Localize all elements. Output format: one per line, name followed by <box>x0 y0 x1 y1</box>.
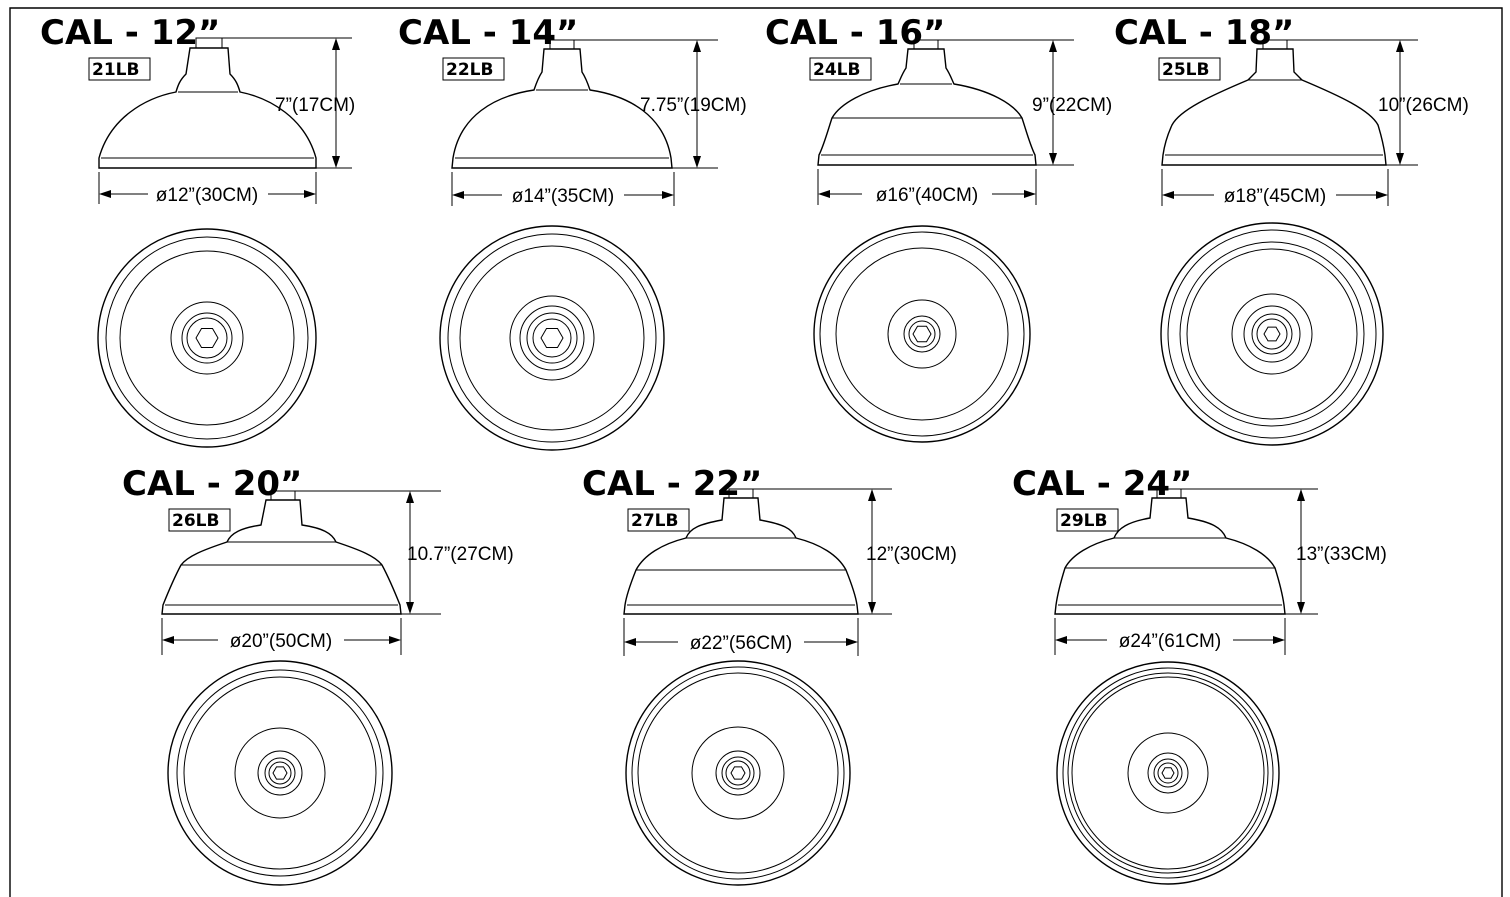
model-title: CAL - 18” <box>1114 13 1294 53</box>
shade-top-view <box>97 228 317 448</box>
weight-box <box>88 57 151 81</box>
shade-cal-16: CAL - 16” 24LB 9”(22CM) ø16”(40CM) <box>765 13 1112 443</box>
weight-label: 21LB <box>92 60 139 80</box>
weight-label: 25LB <box>1162 60 1209 80</box>
height-label: 7”(17CM) <box>275 95 355 116</box>
height-label: 10”(26CM) <box>1378 95 1469 116</box>
shade-cal-12: CAL - 12” 21LB 7”(17CM) ø12”(30CM) <box>40 13 355 448</box>
shade-top-view <box>813 225 1031 443</box>
height-dimension: 7”(17CM) <box>222 37 355 169</box>
page-frame <box>9 7 1503 897</box>
diameter-label: ø24”(61CM) <box>1119 631 1221 652</box>
weight-label: 29LB <box>1060 511 1107 531</box>
height-dimension: 12”(30CM) <box>753 488 957 615</box>
model-title: CAL - 20” <box>122 464 302 504</box>
diameter-label: ø18”(45CM) <box>1224 186 1326 207</box>
weight-box <box>627 508 690 532</box>
shade-cal-18: CAL - 18” 25LB 10”(26CM) ø18”(45CM) <box>1114 13 1469 446</box>
diameter-dimension: ø12”(30CM) <box>98 172 317 206</box>
diameter-label: ø12”(30CM) <box>156 185 258 206</box>
diameter-dimension: ø24”(61CM) <box>1054 618 1286 655</box>
weight-box <box>442 57 505 81</box>
weight-box <box>168 508 231 532</box>
shade-cal-20: CAL - 20” 26LB 10.7”(27CM) ø20”(50CM) <box>122 464 514 886</box>
shade-top-view <box>167 660 393 886</box>
height-dimension: 13”(33CM) <box>1181 488 1387 615</box>
weight-label: 22LB <box>446 60 493 80</box>
shade-cal-14: CAL - 14” 22LB 7.75”(19CM) ø14”(35CM) <box>398 13 747 451</box>
height-label: 10.7”(27CM) <box>407 544 514 565</box>
diameter-label: ø16”(40CM) <box>876 185 978 206</box>
height-label: 12”(30CM) <box>866 544 957 565</box>
weight-label: 26LB <box>172 511 219 531</box>
height-dimension: 7.75”(19CM) <box>574 39 747 169</box>
diameter-dimension: ø20”(50CM) <box>161 618 402 655</box>
shade-top-view <box>625 660 851 886</box>
weight-label: 27LB <box>631 511 678 531</box>
height-dimension: 10.7”(27CM) <box>295 490 514 615</box>
weight-label: 24LB <box>813 60 860 80</box>
diameter-dimension: ø16”(40CM) <box>817 169 1037 206</box>
shade-cal-24: CAL - 24” 29LB 13”(33CM) ø24”(61CM) <box>1012 464 1387 885</box>
height-label: 9”(22CM) <box>1032 95 1112 116</box>
height-label: 13”(33CM) <box>1296 544 1387 565</box>
diameter-dimension: ø18”(45CM) <box>1161 169 1389 207</box>
height-dimension: 9”(22CM) <box>938 39 1112 166</box>
weight-box <box>1158 57 1221 81</box>
shade-top-view <box>439 225 665 451</box>
model-title: CAL - 16” <box>765 13 945 53</box>
model-title: CAL - 12” <box>40 13 220 53</box>
shade-side-view <box>817 39 1037 166</box>
shade-top-view <box>1160 222 1384 446</box>
shade-top-view <box>1056 661 1280 885</box>
weight-box <box>1056 508 1119 532</box>
shade-side-view <box>1054 488 1286 615</box>
shade-cal-22: CAL - 22” 27LB 12”(30CM) ø22”(56CM) <box>582 464 957 886</box>
height-dimension: 10”(26CM) <box>1287 39 1469 166</box>
shade-side-view <box>623 488 859 615</box>
diameter-label: ø14”(35CM) <box>512 186 614 207</box>
model-title: CAL - 14” <box>398 13 578 53</box>
diameter-label: ø22”(56CM) <box>690 633 792 654</box>
height-label: 7.75”(19CM) <box>640 95 747 116</box>
weight-box <box>809 57 872 81</box>
diameter-dimension: ø22”(56CM) <box>623 618 859 656</box>
diameter-label: ø20”(50CM) <box>230 631 332 652</box>
shade-side-view <box>1161 39 1387 166</box>
diameter-dimension: ø14”(35CM) <box>451 172 675 207</box>
